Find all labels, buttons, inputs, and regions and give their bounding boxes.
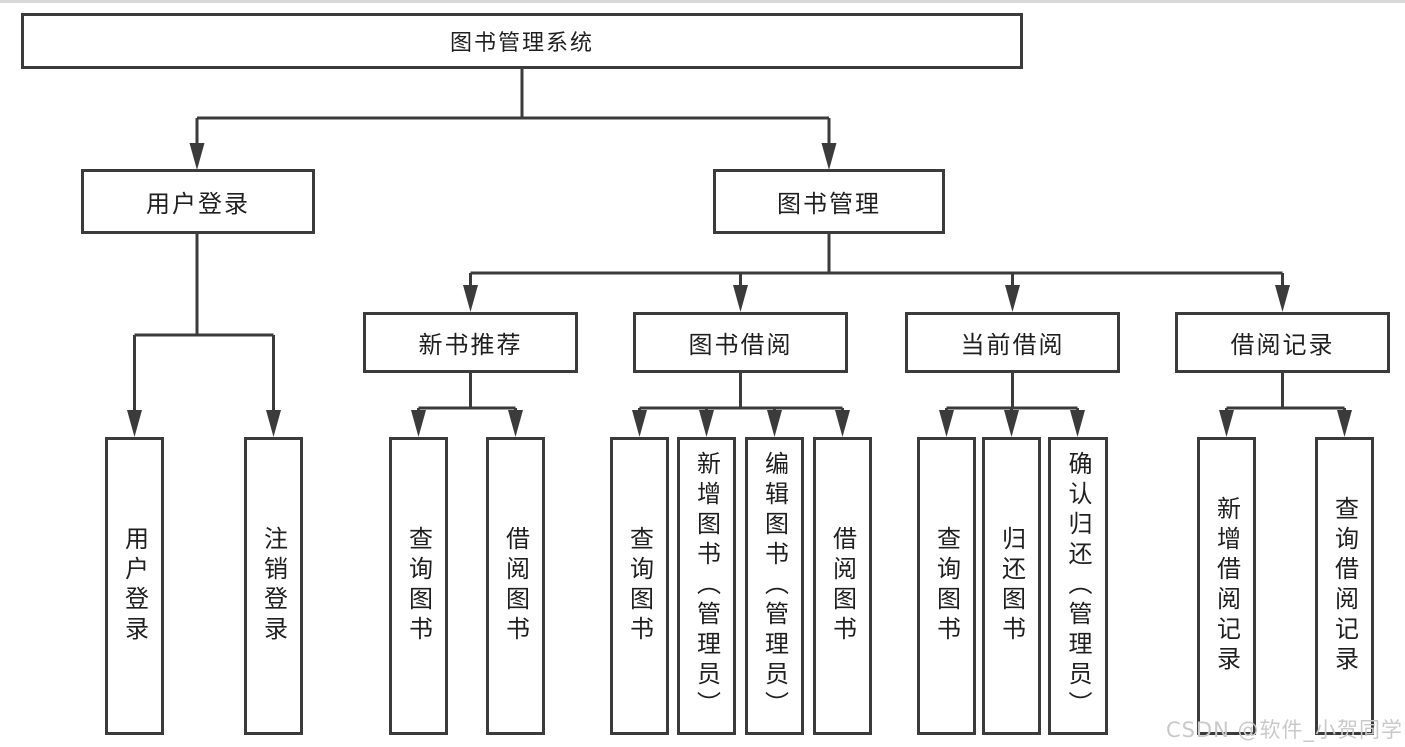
node-current-borrow: 当前借阅 bbox=[905, 312, 1120, 373]
node-root-system: 图书管理系统 bbox=[21, 13, 1023, 69]
node-leaf-bb-add-book-admin: 新增图书（管理员） bbox=[677, 437, 736, 735]
node-leaf-nb-query-book: 查询图书 bbox=[389, 437, 448, 735]
node-leaf-br-add-record: 新增借阅记录 bbox=[1197, 437, 1256, 735]
node-leaf-bb-query-book: 查询图书 bbox=[610, 437, 669, 735]
csdn-watermark: CSDN @软件_小贺同学 bbox=[1165, 718, 1403, 742]
node-borrow-record: 借阅记录 bbox=[1175, 312, 1390, 373]
node-leaf-cb-confirm-return-admin: 确认归还（管理员） bbox=[1048, 437, 1108, 735]
node-leaf-bb-edit-book-admin: 编辑图书（管理员） bbox=[745, 437, 804, 735]
top-edge-strip bbox=[0, 0, 1405, 3]
node-user-login: 用户登录 bbox=[81, 169, 315, 234]
node-leaf-logout: 注销登录 bbox=[244, 437, 303, 735]
node-leaf-user-login: 用户登录 bbox=[105, 437, 164, 735]
node-book-management: 图书管理 bbox=[713, 169, 945, 234]
arrow-head-icons bbox=[127, 143, 1352, 437]
node-leaf-br-query-record: 查询借阅记录 bbox=[1315, 437, 1374, 735]
node-leaf-bb-borrow-book: 借阅图书 bbox=[813, 437, 872, 735]
node-leaf-nb-borrow-book: 借阅图书 bbox=[486, 437, 545, 735]
node-book-borrow: 图书借阅 bbox=[633, 312, 848, 373]
node-leaf-cb-return-book: 归还图书 bbox=[982, 437, 1041, 735]
node-leaf-cb-query-book: 查询图书 bbox=[917, 437, 976, 735]
node-new-book-recommend: 新书推荐 bbox=[363, 312, 578, 373]
